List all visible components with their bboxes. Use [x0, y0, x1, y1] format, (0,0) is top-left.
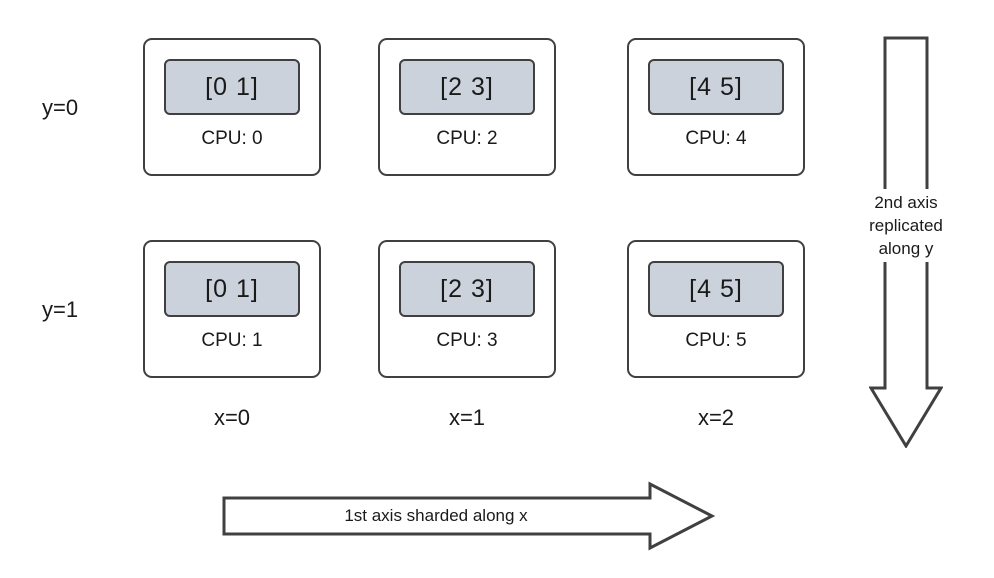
shard-data-box: [0 1] — [164, 59, 300, 115]
shard-data-box: [4 5] — [648, 261, 784, 317]
device-cell-cpu5: [4 5] CPU: 5 — [627, 240, 805, 378]
device-cell-cpu1: [0 1] CPU: 1 — [143, 240, 321, 378]
cpu-label: CPU: 0 — [201, 128, 263, 149]
cpu-label: CPU: 3 — [436, 330, 498, 351]
cpu-label: CPU: 4 — [685, 128, 747, 149]
row-label-y0: y=0 — [42, 95, 79, 120]
cpu-label: CPU: 1 — [201, 330, 263, 351]
col-label-x2: x=2 — [697, 405, 735, 430]
shard-values: [4 5] — [689, 72, 743, 101]
device-cell-cpu0: [0 1] CPU: 0 — [143, 38, 321, 176]
col-label-x1: x=1 — [448, 405, 486, 430]
shard-values: [4 5] — [689, 274, 743, 303]
device-cell-cpu4: [4 5] CPU: 4 — [627, 38, 805, 176]
shard-values: [2 3] — [440, 72, 494, 101]
vertical-arrow-label: 2nd axis replicated along y — [856, 189, 956, 262]
vertical-arrow-label-line3: along y — [878, 239, 934, 258]
right-arrow-icon — [222, 481, 716, 551]
device-cell-cpu2: [2 3] CPU: 2 — [378, 38, 556, 176]
shard-data-box: [0 1] — [164, 261, 300, 317]
shard-values: [2 3] — [440, 274, 494, 303]
shard-values: [0 1] — [205, 72, 259, 101]
vertical-arrow-label-line2: replicated — [869, 216, 943, 235]
vertical-arrow-label-line1: 2nd axis — [874, 193, 938, 212]
shard-values: [0 1] — [205, 274, 259, 303]
shard-data-box: [4 5] — [648, 59, 784, 115]
col-label-x0: x=0 — [213, 405, 251, 430]
shard-data-box: [2 3] — [399, 261, 535, 317]
horizontal-arrow-label: 1st axis sharded along x — [344, 506, 528, 525]
shard-data-box: [2 3] — [399, 59, 535, 115]
cpu-label: CPU: 2 — [436, 128, 498, 149]
cpu-label: CPU: 5 — [685, 330, 747, 351]
device-cell-cpu3: [2 3] CPU: 3 — [378, 240, 556, 378]
row-label-y1: y=1 — [42, 297, 79, 322]
